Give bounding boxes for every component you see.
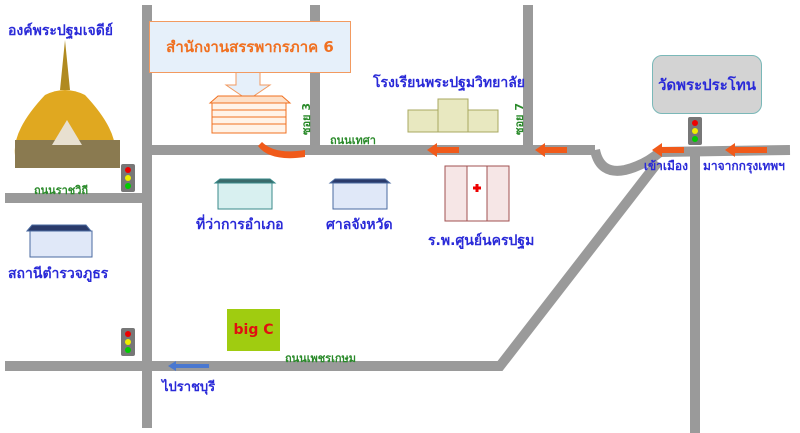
revenue-office-building-icon <box>208 95 292 134</box>
chedi-icon <box>14 40 120 168</box>
court-label: ศาลจังหวัด <box>326 217 393 233</box>
road-label-soi7: ซอย 7 <box>513 103 526 136</box>
school-building-icon <box>407 98 499 133</box>
direction-to-ratchaburi: ไปราชบุรี <box>162 380 216 395</box>
hospital-label: ร.พ.ศูนย์นครปฐม <box>428 233 535 249</box>
police-station-label: สถานีตำรวจภูธร <box>8 266 109 282</box>
district-office-building-icon <box>213 178 277 210</box>
road-label-soi3: ซอย 3 <box>300 103 313 136</box>
direction-from-bangkok: มาจากกรุงเทพฯ <box>703 159 785 173</box>
road-label-phetkasem: ถนนเพชรเกษม <box>285 352 357 365</box>
court-building-icon <box>328 178 392 210</box>
arrow-left-icon <box>725 143 767 157</box>
school-label: โรงเรียนพระปฐมวิทยาลัย <box>373 75 525 91</box>
curved-arrow-icon <box>258 142 305 159</box>
traffic-light-icon <box>121 328 135 356</box>
arrow-left-icon <box>427 143 459 157</box>
arrow-left-icon <box>535 143 567 157</box>
district-office-label: ที่ว่าการอำเภอ <box>196 217 284 233</box>
bigc-logo: big C <box>227 309 280 351</box>
road-thesa-east <box>590 145 791 176</box>
police-station-building-icon <box>25 224 93 258</box>
arrow-to-ratchaburi-icon <box>168 361 209 371</box>
revenue-office-callout: สำนักงานสรรพากรภาค 6 <box>149 21 351 73</box>
arrow-left-icon <box>652 143 684 157</box>
direction-arrows <box>258 142 767 159</box>
bigc-text: big C <box>233 322 274 338</box>
temple-box: วัดพระประโทน <box>652 55 762 114</box>
road-label-thesa: ถนนเทศา <box>330 134 376 147</box>
hospital-building-icon <box>444 165 510 222</box>
traffic-light-icon <box>121 164 135 192</box>
road-label-rajvithi: ถนนราชวิถี <box>34 184 89 197</box>
temple-label: วัดพระประโทน <box>658 75 756 94</box>
traffic-light-icon <box>688 117 702 145</box>
direction-into-city: เข้าเมือง <box>643 159 688 173</box>
callout-pointer <box>224 70 272 101</box>
chedi-label: องค์พระปฐมเจดีย์ <box>8 23 113 39</box>
